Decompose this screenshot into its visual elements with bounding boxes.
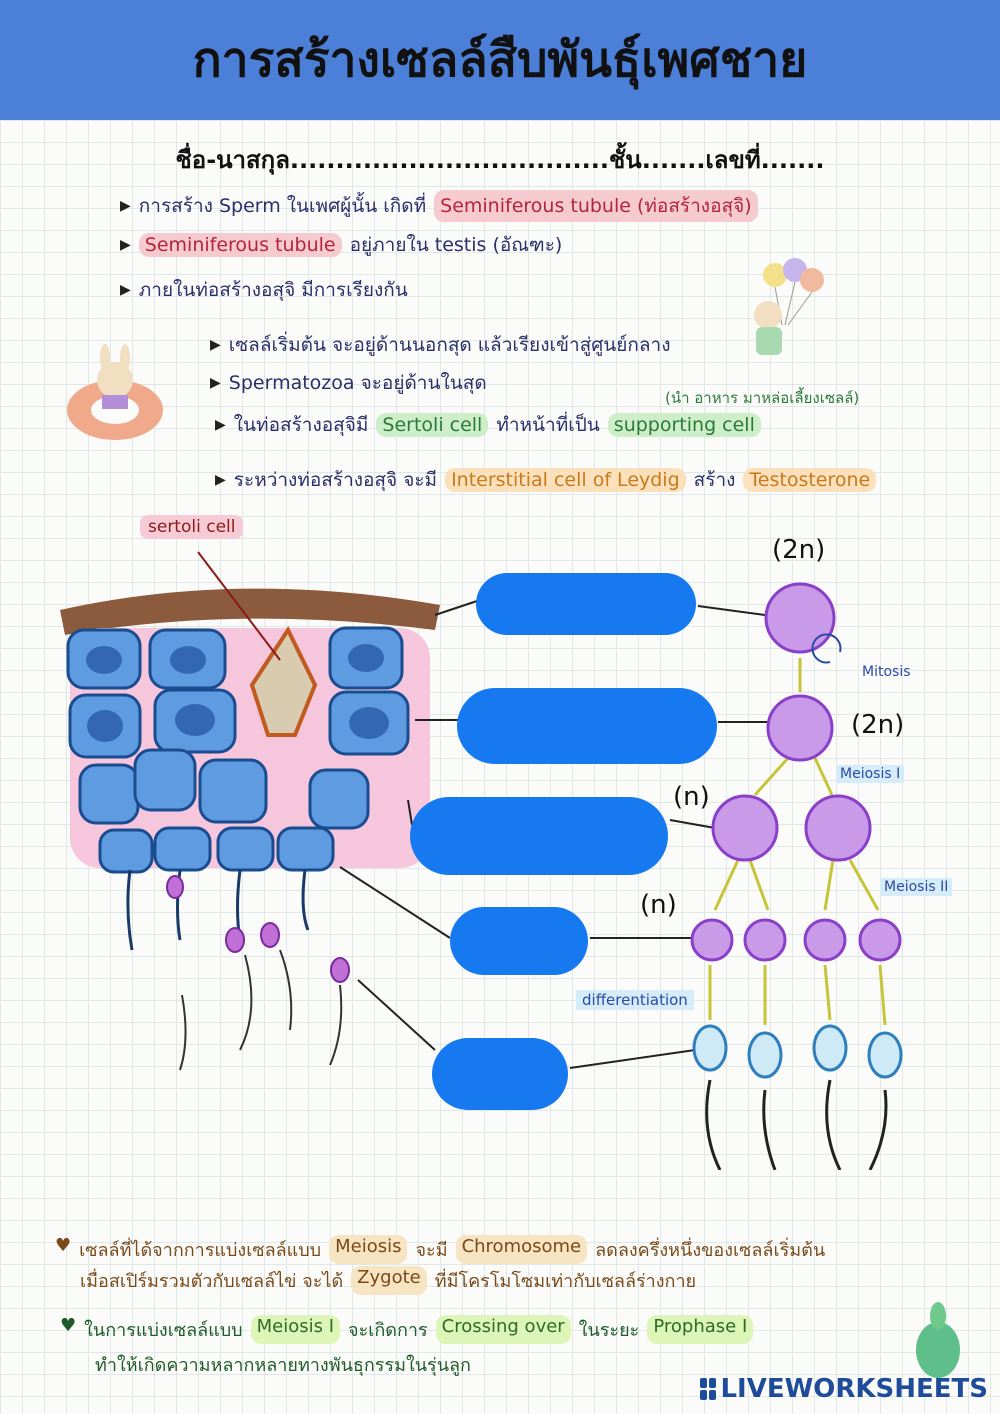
note-1-highlight: Seminiferous tubule (ท่อสร้างอสุจิ) (434, 190, 758, 222)
note-1-text: การสร้าง Sperm ในเพศผู้นั้น เกิดที่ (139, 191, 426, 221)
subnote-3: ▶ ในท่อสร้างอสุจิมี Sertoli cell ทำหน้าท… (215, 410, 761, 440)
bullet-icon: ▶ (215, 417, 226, 433)
differentiation-label: differentiation (576, 990, 694, 1010)
footer-line-2: เมื่อสเปิร์มรวมตัวกับเซลล์ไข่ จะได้ Zygo… (80, 1266, 696, 1295)
ploidy-label-2: (2n) (851, 710, 904, 740)
subnote-3-pre: ในท่อสร้างอสุจิมี (234, 410, 369, 440)
footer-3-hl1: Meiosis I (251, 1315, 340, 1344)
subnote-2: ▶ Spermatozoa จะอยู่ด้านในสุด (210, 368, 487, 398)
footer-1-pre: เซลล์ที่ได้จากการแบ่งเซลล์แบบ (79, 1235, 321, 1264)
subnote-4-hl1: Interstitial cell of Leydig (445, 468, 686, 492)
note-3: ▶ ภายในท่อสร้างอสุจิ มีการเรียงกัน (120, 275, 408, 305)
bullet-icon: ▶ (210, 375, 221, 391)
bullet-icon: ▶ (120, 198, 131, 214)
student-info-line: ชื่อ-นาสกุล.............................… (0, 140, 1000, 179)
footer-2-hl: Zygote (351, 1266, 427, 1295)
subnote-4-hl2: Testosterone (743, 468, 876, 492)
bunny-float-illustration (60, 340, 170, 450)
bunny-balloons-illustration (740, 255, 840, 365)
sertoli-cell-label: sertoli cell (140, 515, 243, 539)
free-spermatozoa (167, 876, 349, 1070)
bullet-icon: ▶ (120, 237, 131, 253)
heart-icon: ♥ (55, 1235, 71, 1264)
footer-line-4: ทำให้เกิดความหลากหลายทางพันธุกรรมในรุ่นล… (95, 1350, 471, 1379)
sertoli-note: (นำ อาหาร มาหล่อเลี้ยงเซลล์) (665, 386, 859, 410)
footer-3-hl2: Crossing over (436, 1315, 571, 1344)
footer-3-mid2: ในระยะ (579, 1315, 640, 1344)
footer-2-pre: เมื่อสเปิร์มรวมตัวกับเซลล์ไข่ จะได้ (80, 1266, 343, 1295)
subnote-3-hl1: Sertoli cell (376, 413, 488, 437)
title-bar: การสร้างเซลล์สืบพันธุ์เพศชาย (0, 0, 1000, 120)
heart-icon: ♥ (60, 1315, 76, 1344)
note-2-text: อยู่ภายใน testis (อัณฑะ) (350, 230, 563, 260)
subnote-1: ▶ เซลล์เริ่มต้น จะอยู่ด้านนอกสุด แล้วเรี… (210, 330, 671, 360)
footer-3-mid: จะเกิดการ (348, 1315, 428, 1344)
footer-1-hl2: Chromosome (456, 1235, 588, 1264)
footer-line-1: ♥ เซลล์ที่ได้จากการแบ่งเซลล์แบบ Meiosis … (55, 1235, 825, 1264)
ploidy-label-4: (n) (640, 890, 677, 920)
answer-box-5[interactable] (432, 1038, 568, 1110)
page-title: การสร้างเซลล์สืบพันธุ์เพศชาย (193, 22, 808, 98)
meiosis-1-label: Meiosis I (836, 765, 904, 783)
veggie-mascot-illustration (900, 1300, 970, 1380)
footer-1-hl1: Meiosis (329, 1235, 407, 1264)
spermatids (694, 1026, 901, 1077)
brand-mark-icon (700, 1378, 716, 1400)
bullet-icon: ▶ (120, 282, 131, 298)
bullet-icon: ▶ (210, 337, 221, 353)
subnote-4-pre: ระหว่างท่อสร้างอสุจิ จะมี (234, 465, 437, 495)
subnote-2-text: Spermatozoa จะอยู่ด้านในสุด (229, 368, 487, 398)
footer-line-3: ♥ ในการแบ่งเซลล์แบบ Meiosis I จะเกิดการ … (60, 1315, 753, 1344)
mitosis-label: Mitosis (862, 664, 911, 680)
subnote-4-mid: สร้าง (694, 465, 736, 495)
ploidy-label-1: (2n) (772, 535, 825, 565)
footer-2-post: ที่มีโครโมโซมเท่ากับเซลล์ร่างกาย (435, 1266, 696, 1295)
subnote-3-mid: ทำหน้าที่เป็น (496, 410, 599, 440)
footer-1-post: ลดลงครึ่งหนึ่งของเซลล์เริ่มต้น (595, 1235, 825, 1264)
subnote-4: ▶ ระหว่างท่อสร้างอสุจิ จะมี Interstitial… (215, 465, 876, 495)
note-3-text: ภายในท่อสร้างอสุจิ มีการเรียงกัน (139, 275, 408, 305)
ploidy-label-3: (n) (673, 782, 710, 812)
note-1: ▶ การสร้าง Sperm ในเพศผู้นั้น เกิดที่ Se… (120, 190, 758, 222)
footer-3-pre: ในการแบ่งเซลล์แบบ (84, 1315, 242, 1344)
brand-text: LIVEWORKSHEETS (720, 1374, 988, 1404)
meiosis-2-label: Meiosis II (880, 878, 952, 896)
bullet-icon: ▶ (215, 472, 226, 488)
note-2-highlight: Seminiferous tubule (139, 233, 342, 257)
spermatozoa-tails (128, 870, 308, 950)
subnote-1-text: เซลล์เริ่มต้น จะอยู่ด้านนอกสุด แล้วเรียง… (229, 330, 671, 360)
liveworksheets-logo: LIVEWORKSHEETS (700, 1374, 988, 1404)
subnote-3-hl2: supporting cell (608, 413, 761, 437)
note-2: ▶ Seminiferous tubule อยู่ภายใน testis (… (120, 230, 562, 260)
footer-1-mid: จะมี (415, 1235, 447, 1264)
spermatogenesis-lineage (560, 570, 980, 1170)
footer-3-hl3: Prophase I (647, 1315, 753, 1344)
